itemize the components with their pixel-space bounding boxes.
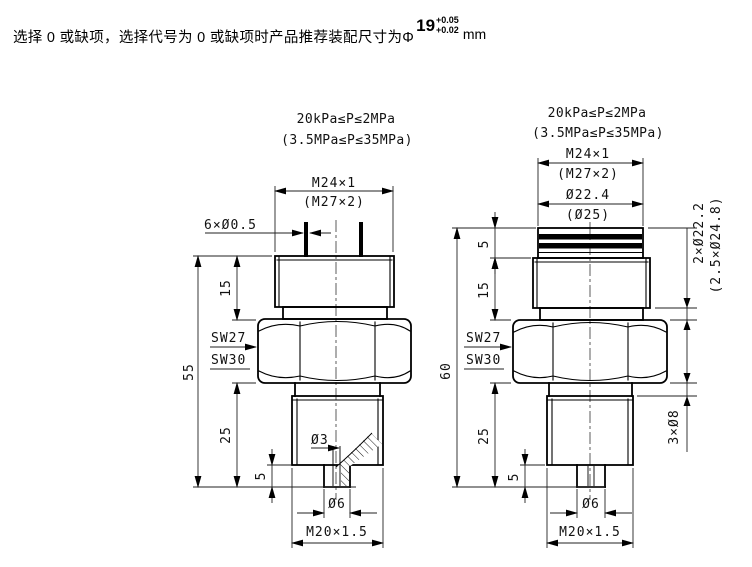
title-text: 选择 0 或缺项，选择代号为 0 或缺项时产品推荐装配尺寸为Φ <box>13 30 415 46</box>
left-step <box>282 306 388 320</box>
left-upper-cylinder <box>274 255 395 308</box>
title-unit: mm <box>462 26 487 42</box>
left-dim-15-label: 15 <box>219 279 234 297</box>
left-dim-5-label: 5 <box>254 472 269 481</box>
right-oring-band-1 <box>539 234 642 240</box>
left-dim-25-label: 25 <box>219 426 234 444</box>
title-nominal-value: 19 <box>416 16 436 35</box>
right-view: 20kPa≤P≤2MPa (3.5MPa≤P≤35MPa) M24×1 (M27… <box>439 106 724 548</box>
left-bottom-thread-label: M20×1.5 <box>306 525 368 540</box>
left-hole3-label: Ø3 <box>311 433 329 448</box>
left-dim-55-label: 55 <box>182 363 197 381</box>
right-wrench-sw30-label: SW30 <box>466 353 501 368</box>
left-pin-2 <box>359 222 363 257</box>
right-upper-cylinder <box>532 257 651 309</box>
left-wrench-sw30-label: SW30 <box>211 353 246 368</box>
right-top-diameter-alt-label: (Ø25) <box>566 208 610 223</box>
right-part-outline <box>512 227 668 488</box>
left-wrench-sw27-label: SW27 <box>211 331 246 346</box>
left-hole6-label: Ø6 <box>328 497 346 512</box>
left-pressure-range-alt-label: (3.5MPa≤P≤35MPa) <box>281 133 413 148</box>
left-pressure-range-label: 20kPa≤P≤2MPa <box>297 112 396 127</box>
right-pressure-range-alt-label: (3.5MPa≤P≤35MPa) <box>532 126 664 141</box>
left-view: 20kPa≤P≤2MPa (3.5MPa≤P≤35MPa) M24×1 (M27… <box>182 112 413 548</box>
right-dim-60-label: 60 <box>439 362 454 380</box>
right-oring-groove-alt-label: (2.5×Ø24.8) <box>709 196 724 293</box>
right-bottom-thread-label: M20×1.5 <box>559 525 621 540</box>
right-oring-band-2 <box>539 243 642 249</box>
right-step <box>539 307 644 321</box>
title-row: 选择 0 或缺项，选择代号为 0 或缺项时产品推荐装配尺寸为Φ 19 +0.05… <box>13 15 487 47</box>
title-tolerance-lower: +0.02 <box>436 25 459 36</box>
right-hex-chamfer-arcs <box>513 322 667 381</box>
left-top-thread-alt-label: (M27×2) <box>303 195 365 210</box>
right-dim-5-top-label: 5 <box>477 240 492 249</box>
right-relief-label: 3×Ø8 <box>667 409 682 444</box>
right-dim-5-bottom-label: 5 <box>507 473 522 482</box>
right-top-thread-label: M24×1 <box>566 147 610 162</box>
left-section-hatch <box>337 433 382 466</box>
left-top-thread-label: M24×1 <box>312 176 356 191</box>
left-section-boundary <box>335 432 373 468</box>
right-hex-nut <box>512 319 668 384</box>
right-top-thread-alt-label: (M27×2) <box>557 167 619 182</box>
left-part-outline <box>257 222 412 488</box>
right-dimensions <box>452 158 697 548</box>
left-threaded-body <box>291 395 384 466</box>
right-oring-groove-label: 2×Ø22.2 <box>692 202 707 264</box>
left-hex-nut <box>257 318 412 384</box>
right-top-diameter-label: Ø22.4 <box>566 188 610 203</box>
left-pins-label: 6×Ø0.5 <box>204 218 257 233</box>
right-hole6-label: Ø6 <box>582 497 600 512</box>
title-tolerance-upper: +0.05 <box>436 15 459 25</box>
title-tolerances: +0.05 +0.02 <box>436 15 459 36</box>
left-dimensions <box>193 186 394 548</box>
left-hex-chamfer-arcs <box>258 321 411 381</box>
right-dim-15-label: 15 <box>477 281 492 299</box>
right-pressure-range-label: 20kPa≤P≤2MPa <box>548 106 647 121</box>
right-dim-25-label: 25 <box>477 427 492 445</box>
right-threaded-body <box>546 395 634 466</box>
right-wrench-sw27-label: SW27 <box>466 331 501 346</box>
left-nozzle-hatch <box>341 466 349 486</box>
left-pin-1 <box>304 222 308 257</box>
